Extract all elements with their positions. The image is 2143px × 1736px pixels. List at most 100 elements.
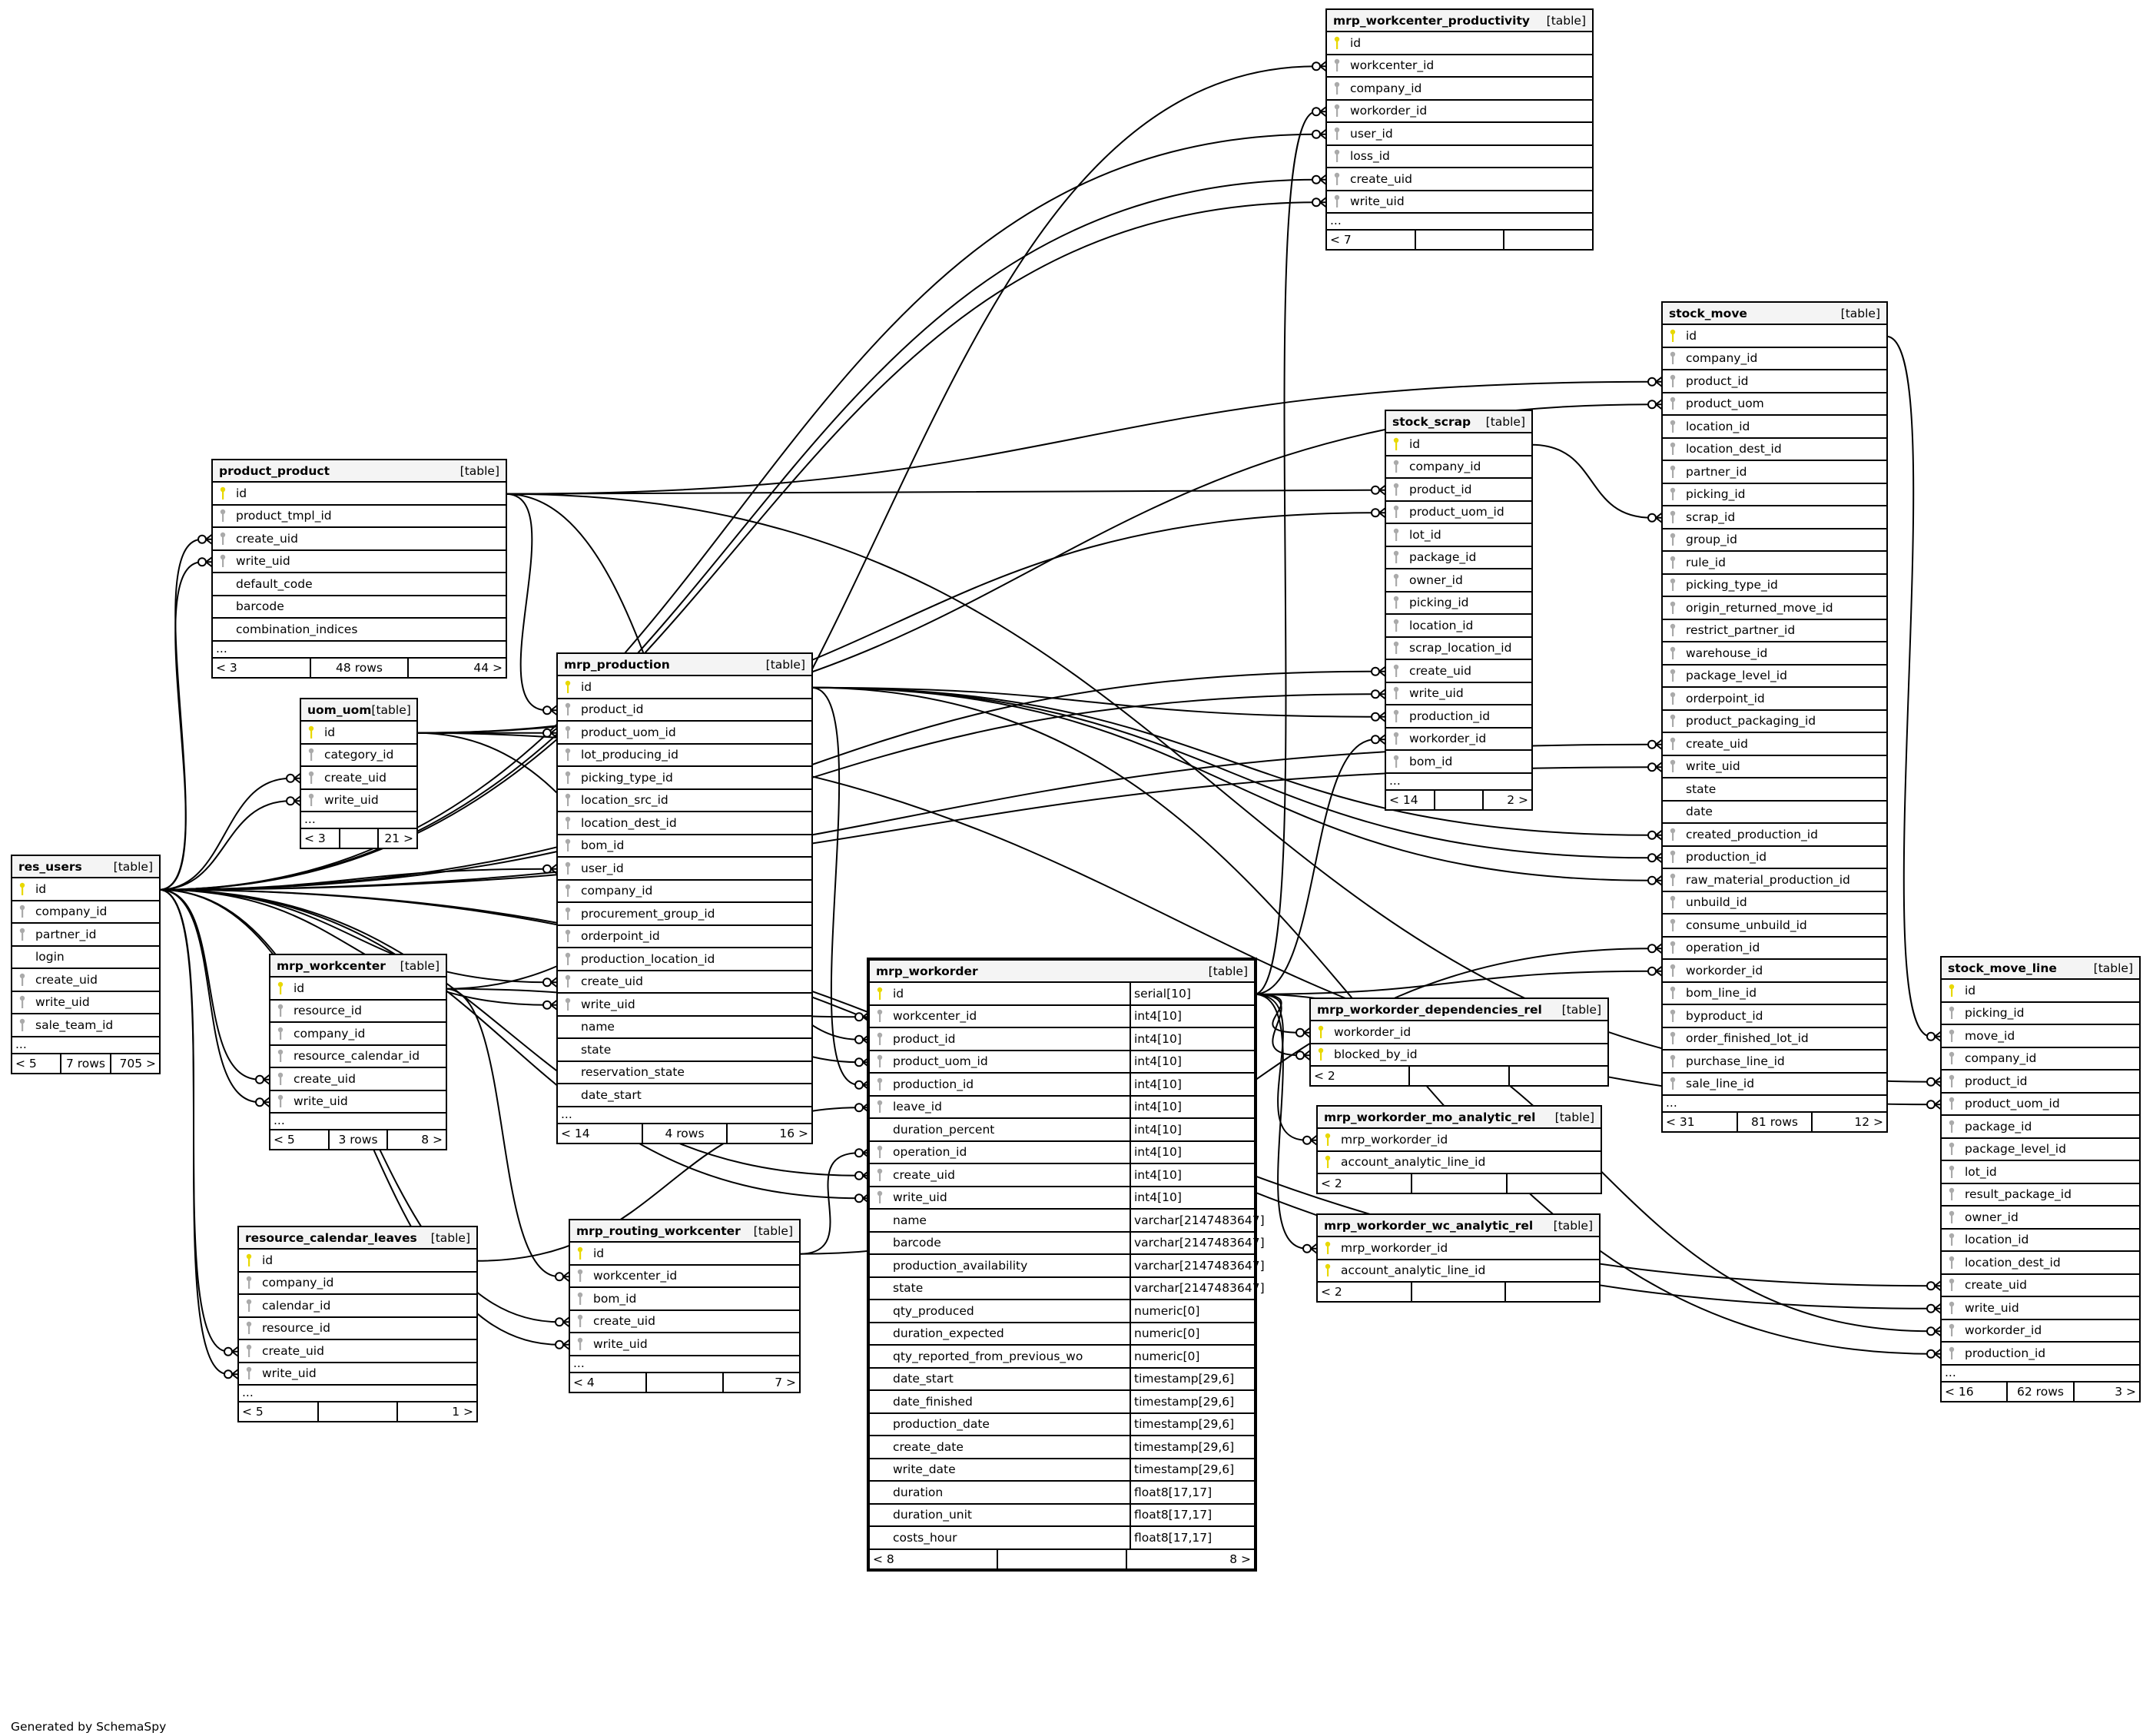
column-row[interactable]: company_id [239, 1273, 476, 1295]
column-row[interactable]: picking_id [1386, 592, 1531, 615]
column-row[interactable]: location_id [1386, 615, 1531, 638]
column-row[interactable]: create_uid [12, 969, 159, 992]
column-row[interactable]: package_level_id [1663, 666, 1886, 688]
column-row[interactable]: picking_type_id [558, 767, 811, 790]
column-row[interactable]: state [1663, 778, 1886, 802]
column-row[interactable]: id [1942, 980, 2139, 1003]
column-row[interactable]: procurement_group_id [558, 903, 811, 926]
column-row[interactable]: operation_id [1663, 938, 1886, 960]
column-row[interactable]: create_uid [270, 1068, 446, 1091]
children-count[interactable]: 21 > [377, 829, 416, 848]
column-row[interactable]: product_tmpl_id [213, 506, 506, 528]
column-row[interactable]: user_id [558, 858, 811, 881]
column-row[interactable]: location_dest_id [1942, 1252, 2139, 1275]
column-row[interactable]: write_uid [1663, 756, 1886, 778]
column-row[interactable]: write_uid [1327, 191, 1592, 214]
column-row[interactable]: consume_unbuild_id [1663, 914, 1886, 938]
parents-count[interactable]: < 14 [1389, 792, 1418, 807]
column-row[interactable]: bom_id [1386, 751, 1531, 774]
column-row[interactable]: id [1663, 325, 1886, 348]
column-row[interactable]: product_id [558, 699, 811, 722]
column-row[interactable]: id [270, 978, 446, 1001]
column-row[interactable]: lot_id [1942, 1161, 2139, 1184]
parents-count[interactable]: < 8 [873, 1552, 894, 1566]
column-row[interactable]: state [558, 1039, 811, 1062]
column-row[interactable]: account_analytic_line_id [1318, 1260, 1599, 1283]
column-row[interactable]: workorder_id [1327, 101, 1592, 123]
column-row[interactable]: write_uid [239, 1363, 476, 1386]
column-row[interactable]: mrp_workorder_id [1318, 1129, 1601, 1152]
column-row[interactable]: workorder_id [1942, 1320, 2139, 1343]
children-count[interactable]: 2 > [1482, 790, 1531, 809]
column-row[interactable]: create_uid [1386, 660, 1531, 683]
column-row[interactable]: create_uid [1663, 733, 1886, 756]
children-count[interactable]: 16 > [726, 1124, 811, 1143]
column-row[interactable]: production_id [1942, 1343, 2139, 1366]
column-row[interactable]: workcenter_id [1327, 55, 1592, 78]
column-row[interactable]: bom_line_id [1663, 983, 1886, 1005]
column-row[interactable]: scrap_id [1663, 506, 1886, 529]
column-row[interactable]: company_id [1663, 348, 1886, 370]
column-row[interactable]: sale_line_id [1663, 1074, 1886, 1096]
column-row[interactable]: write_uid [213, 551, 506, 573]
column-row[interactable]: id [301, 722, 416, 745]
column-row[interactable]: production_id [1386, 705, 1531, 729]
column-row[interactable]: date_start [558, 1084, 811, 1107]
column-row[interactable]: create_uid [570, 1311, 799, 1333]
column-row[interactable]: create_uid [1327, 168, 1592, 191]
column-row[interactable]: company_id [12, 901, 159, 924]
column-row[interactable]: create_uid [301, 767, 416, 790]
column-row[interactable]: owner_id [1386, 569, 1531, 592]
column-row[interactable]: production_id [1663, 847, 1886, 869]
children-count[interactable]: 1 > [396, 1402, 476, 1421]
column-row[interactable]: product_uom_id [1386, 502, 1531, 524]
parents-count[interactable]: < 31 [1666, 1115, 1695, 1129]
column-row[interactable]: create_uid [1942, 1275, 2139, 1297]
column-row[interactable]: write_uid [570, 1333, 799, 1356]
column-row[interactable]: calendar_id [239, 1295, 476, 1318]
column-row[interactable]: resource_id [239, 1318, 476, 1340]
column-row[interactable]: create_uid [558, 971, 811, 994]
column-row[interactable]: lot_id [1386, 524, 1531, 547]
column-row[interactable]: user_id [1327, 123, 1592, 146]
table-mrp-workorder-dependencies-rel[interactable]: mrp_workorder_dependencies_rel[table]wor… [1309, 997, 1609, 1087]
column-row[interactable]: id [1327, 32, 1592, 55]
column-row[interactable]: product_uom [1663, 393, 1886, 416]
column-row[interactable]: id [558, 676, 811, 699]
table-mrp-workorder-mo-analytic-rel[interactable]: mrp_workorder_mo_analytic_rel[table]mrp_… [1316, 1105, 1602, 1194]
column-row[interactable]: owner_id [1942, 1207, 2139, 1230]
column-row[interactable]: write_uid [1386, 683, 1531, 705]
column-row[interactable]: category_id [301, 745, 416, 767]
column-row[interactable]: product_id [1386, 479, 1531, 502]
column-row[interactable]: account_analytic_line_id [1318, 1152, 1601, 1174]
column-row[interactable]: workorder_id [1663, 960, 1886, 983]
column-row[interactable]: move_id [1942, 1025, 2139, 1048]
column-row[interactable]: write_uid [301, 790, 416, 812]
column-row[interactable]: loss_id [1327, 146, 1592, 168]
